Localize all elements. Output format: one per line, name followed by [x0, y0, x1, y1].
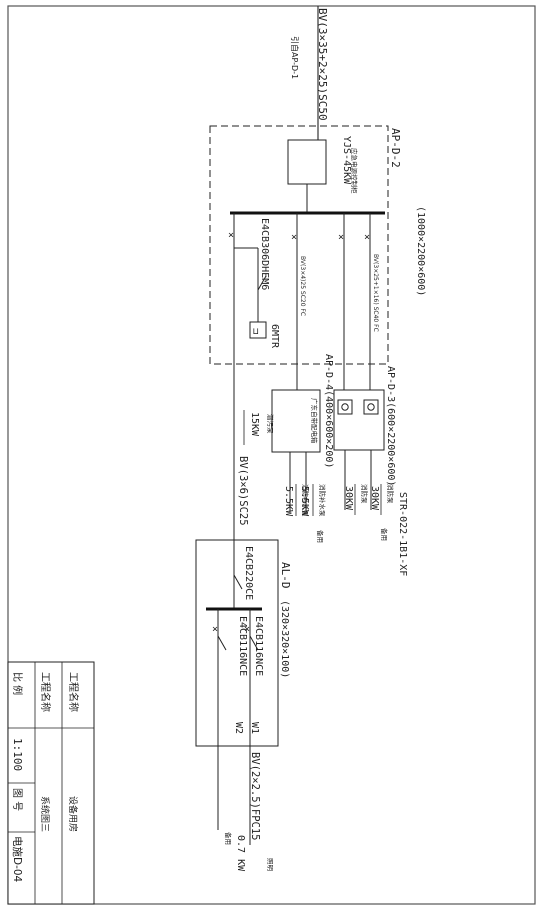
control-box-name: 应急电源控制柜 — [350, 148, 359, 194]
ap-d-2-size: (1000×2200×600) — [415, 206, 426, 296]
ap-d-4-load-1-kw: 5.5KW — [283, 486, 294, 517]
scale-label: 比 例 — [11, 672, 24, 695]
al-d-main-breaker: E4CB220CE — [243, 546, 254, 600]
breaker-label: E4CB306DHEM6 — [259, 218, 270, 290]
starter-b-symbol — [367, 403, 375, 411]
title-block: 工程名称 设备用房 工程名称 系统图三 比 例 1:100 图 号 电施D-04 — [7, 661, 95, 905]
ap-d-3-spare: 备用 — [380, 528, 389, 541]
feeder-cable-label: BV(3×35+2×25)SC50 — [316, 8, 329, 121]
al-d-w1-cable: BV(2×2.5)FPC15 — [249, 752, 261, 841]
ap-d-3-load-1-kw: 30KW — [343, 486, 354, 511]
ap-d-4-load-2-name: 消防补水泵 — [318, 484, 327, 517]
drain-pump-name: 潜污泵 — [266, 414, 275, 434]
ap-d-2-panel — [209, 125, 389, 365]
ap-d-4-load-2-kw: 5.5KW — [299, 486, 310, 517]
ap-d-3-label: AP-D-3(600×2200×600) — [385, 366, 396, 486]
drain-pump-kw: 15KW — [249, 412, 260, 437]
al-d-w1-breaker: E4CB116NCE — [253, 616, 264, 676]
w1-contact — [249, 635, 259, 651]
drain-pump-cable: BV(3×6)SC25 — [237, 456, 249, 526]
ap-d-3-load-2-name: 消防泵 — [386, 484, 395, 504]
al-d-w2: W2 — [233, 722, 244, 734]
al-d-size: (320×320×100) — [279, 600, 290, 678]
ap-d-3-plan-ref: STR-022-1B1-XF — [397, 492, 408, 576]
breaker-x-mark: × — [244, 624, 250, 635]
ap-d-4-box — [271, 389, 321, 453]
ap-d-4-load-1-name: 消防补水泵 — [301, 484, 310, 517]
scale-value: 1:100 — [11, 738, 24, 771]
control-box-rating: YJS-45KW — [341, 136, 352, 185]
ap-d-4-label: AP-D-4(400×600×200) — [323, 354, 334, 468]
al-d-w2-breaker: E4CB116NCE — [237, 616, 248, 676]
al-d-w1-kw: 0.7 KW — [235, 835, 246, 872]
meter-symbol: ⊔ — [253, 327, 258, 337]
al-d-label: AL-D — [279, 562, 292, 589]
ap-d-3-load-1-name: 消防泵 — [360, 484, 369, 504]
drawing-name-label: 工程名称 — [39, 672, 52, 712]
drawing-name-value: 系统图三 — [39, 796, 51, 832]
branch-cable-1-label: BV(3×4)25 SC20 FC — [299, 256, 306, 316]
drawing-no-label: 图 号 — [11, 788, 23, 811]
starter-a — [337, 399, 353, 415]
al-d-w1: W1 — [249, 722, 260, 734]
ap-d-4-box-name: 广东自带配电箱 — [310, 398, 319, 444]
control-box — [287, 139, 327, 185]
w2-contact — [217, 635, 227, 651]
al-d-panel — [195, 539, 279, 747]
al-d-main-contact — [233, 574, 243, 590]
ap-d-3-load-2-kw: 30KW — [369, 486, 380, 511]
starter-b — [363, 399, 379, 415]
meter-label: 6MTR — [269, 324, 280, 349]
al-d-w2-use: 备用 — [224, 832, 233, 845]
project-name-value: 设备用房 — [67, 796, 79, 832]
drawing-no-value: 电施D-04 — [11, 836, 24, 883]
al-d-w1-use: 照明 — [266, 858, 274, 872]
ap-d-3-box — [333, 389, 385, 451]
drawing-frame — [7, 5, 536, 905]
ap-d-4-spare: 备用 — [316, 530, 325, 543]
project-name-label: 工程名称 — [67, 672, 80, 712]
ap-d-2-label: AP-D-2 — [389, 128, 402, 168]
switch-contact — [257, 275, 267, 291]
breaker-x-mark: × — [212, 624, 218, 635]
feeder-source-label: 引自AP-D-1 — [290, 36, 300, 79]
breaker-x-mark: × — [228, 230, 234, 241]
breaker-x-mark: × — [364, 232, 370, 243]
breaker-x-mark: × — [291, 232, 297, 243]
branch-cable-2-label: BV(3×25+1×16) SC40 FC — [372, 254, 379, 332]
breaker-x-mark: × — [338, 232, 344, 243]
starter-a-symbol — [341, 403, 349, 411]
